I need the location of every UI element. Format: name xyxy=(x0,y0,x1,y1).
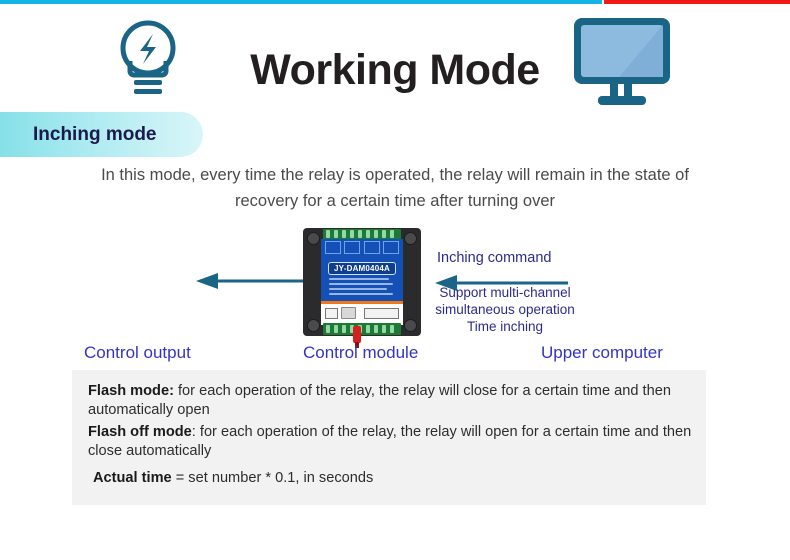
info-line-flash-off-mode-text: : for each operation of the relay, the r… xyxy=(88,424,692,459)
module-model-label: JY-DAM0404A xyxy=(328,262,396,275)
lightbulb-bolt-icon xyxy=(120,20,176,94)
top-rule-cyan xyxy=(0,0,602,4)
info-line-flash-mode: Flash mode: for each operation of the re… xyxy=(88,382,692,420)
info-line-flash-mode-title: Flash mode: xyxy=(88,383,174,399)
info-line-flash-off-mode-title: Flash off mode xyxy=(88,424,192,440)
top-rule-red xyxy=(604,0,790,4)
info-line-flash-off-mode: Flash off mode: for each operation of th… xyxy=(88,423,692,461)
inching-command-label: Inching command xyxy=(437,250,552,266)
inching-command-subtext: Support multi-channel simultaneous opera… xyxy=(435,285,575,334)
info-line-actual-time-title: Actual time xyxy=(93,470,172,486)
computer-monitor-icon xyxy=(574,18,670,105)
info-line-flash-mode-text: for each operation of the relay, the rel… xyxy=(88,383,671,418)
mode-badge-label: Inching mode xyxy=(33,123,157,145)
arrow-left-icon xyxy=(196,273,304,289)
info-box: Flash mode: for each operation of the re… xyxy=(72,370,706,505)
relay-control-module-icon: JY-DAM0404A xyxy=(303,228,421,348)
info-line-actual-time: Actual time = set number * 0.1, in secon… xyxy=(88,469,692,488)
mode-description: In this mode, every time the relay is op… xyxy=(101,166,689,210)
page-title: Working Mode xyxy=(250,46,540,94)
arrow-left-icon xyxy=(435,275,568,291)
caption-control-output: Control output xyxy=(84,343,191,362)
caption-control-module: Control module xyxy=(303,343,419,362)
antenna-icon xyxy=(353,326,361,348)
caption-upper-computer: Upper computer xyxy=(541,343,663,362)
info-line-actual-time-text: = set number * 0.1, in seconds xyxy=(171,470,374,486)
mode-badge: Inching mode xyxy=(0,112,203,157)
